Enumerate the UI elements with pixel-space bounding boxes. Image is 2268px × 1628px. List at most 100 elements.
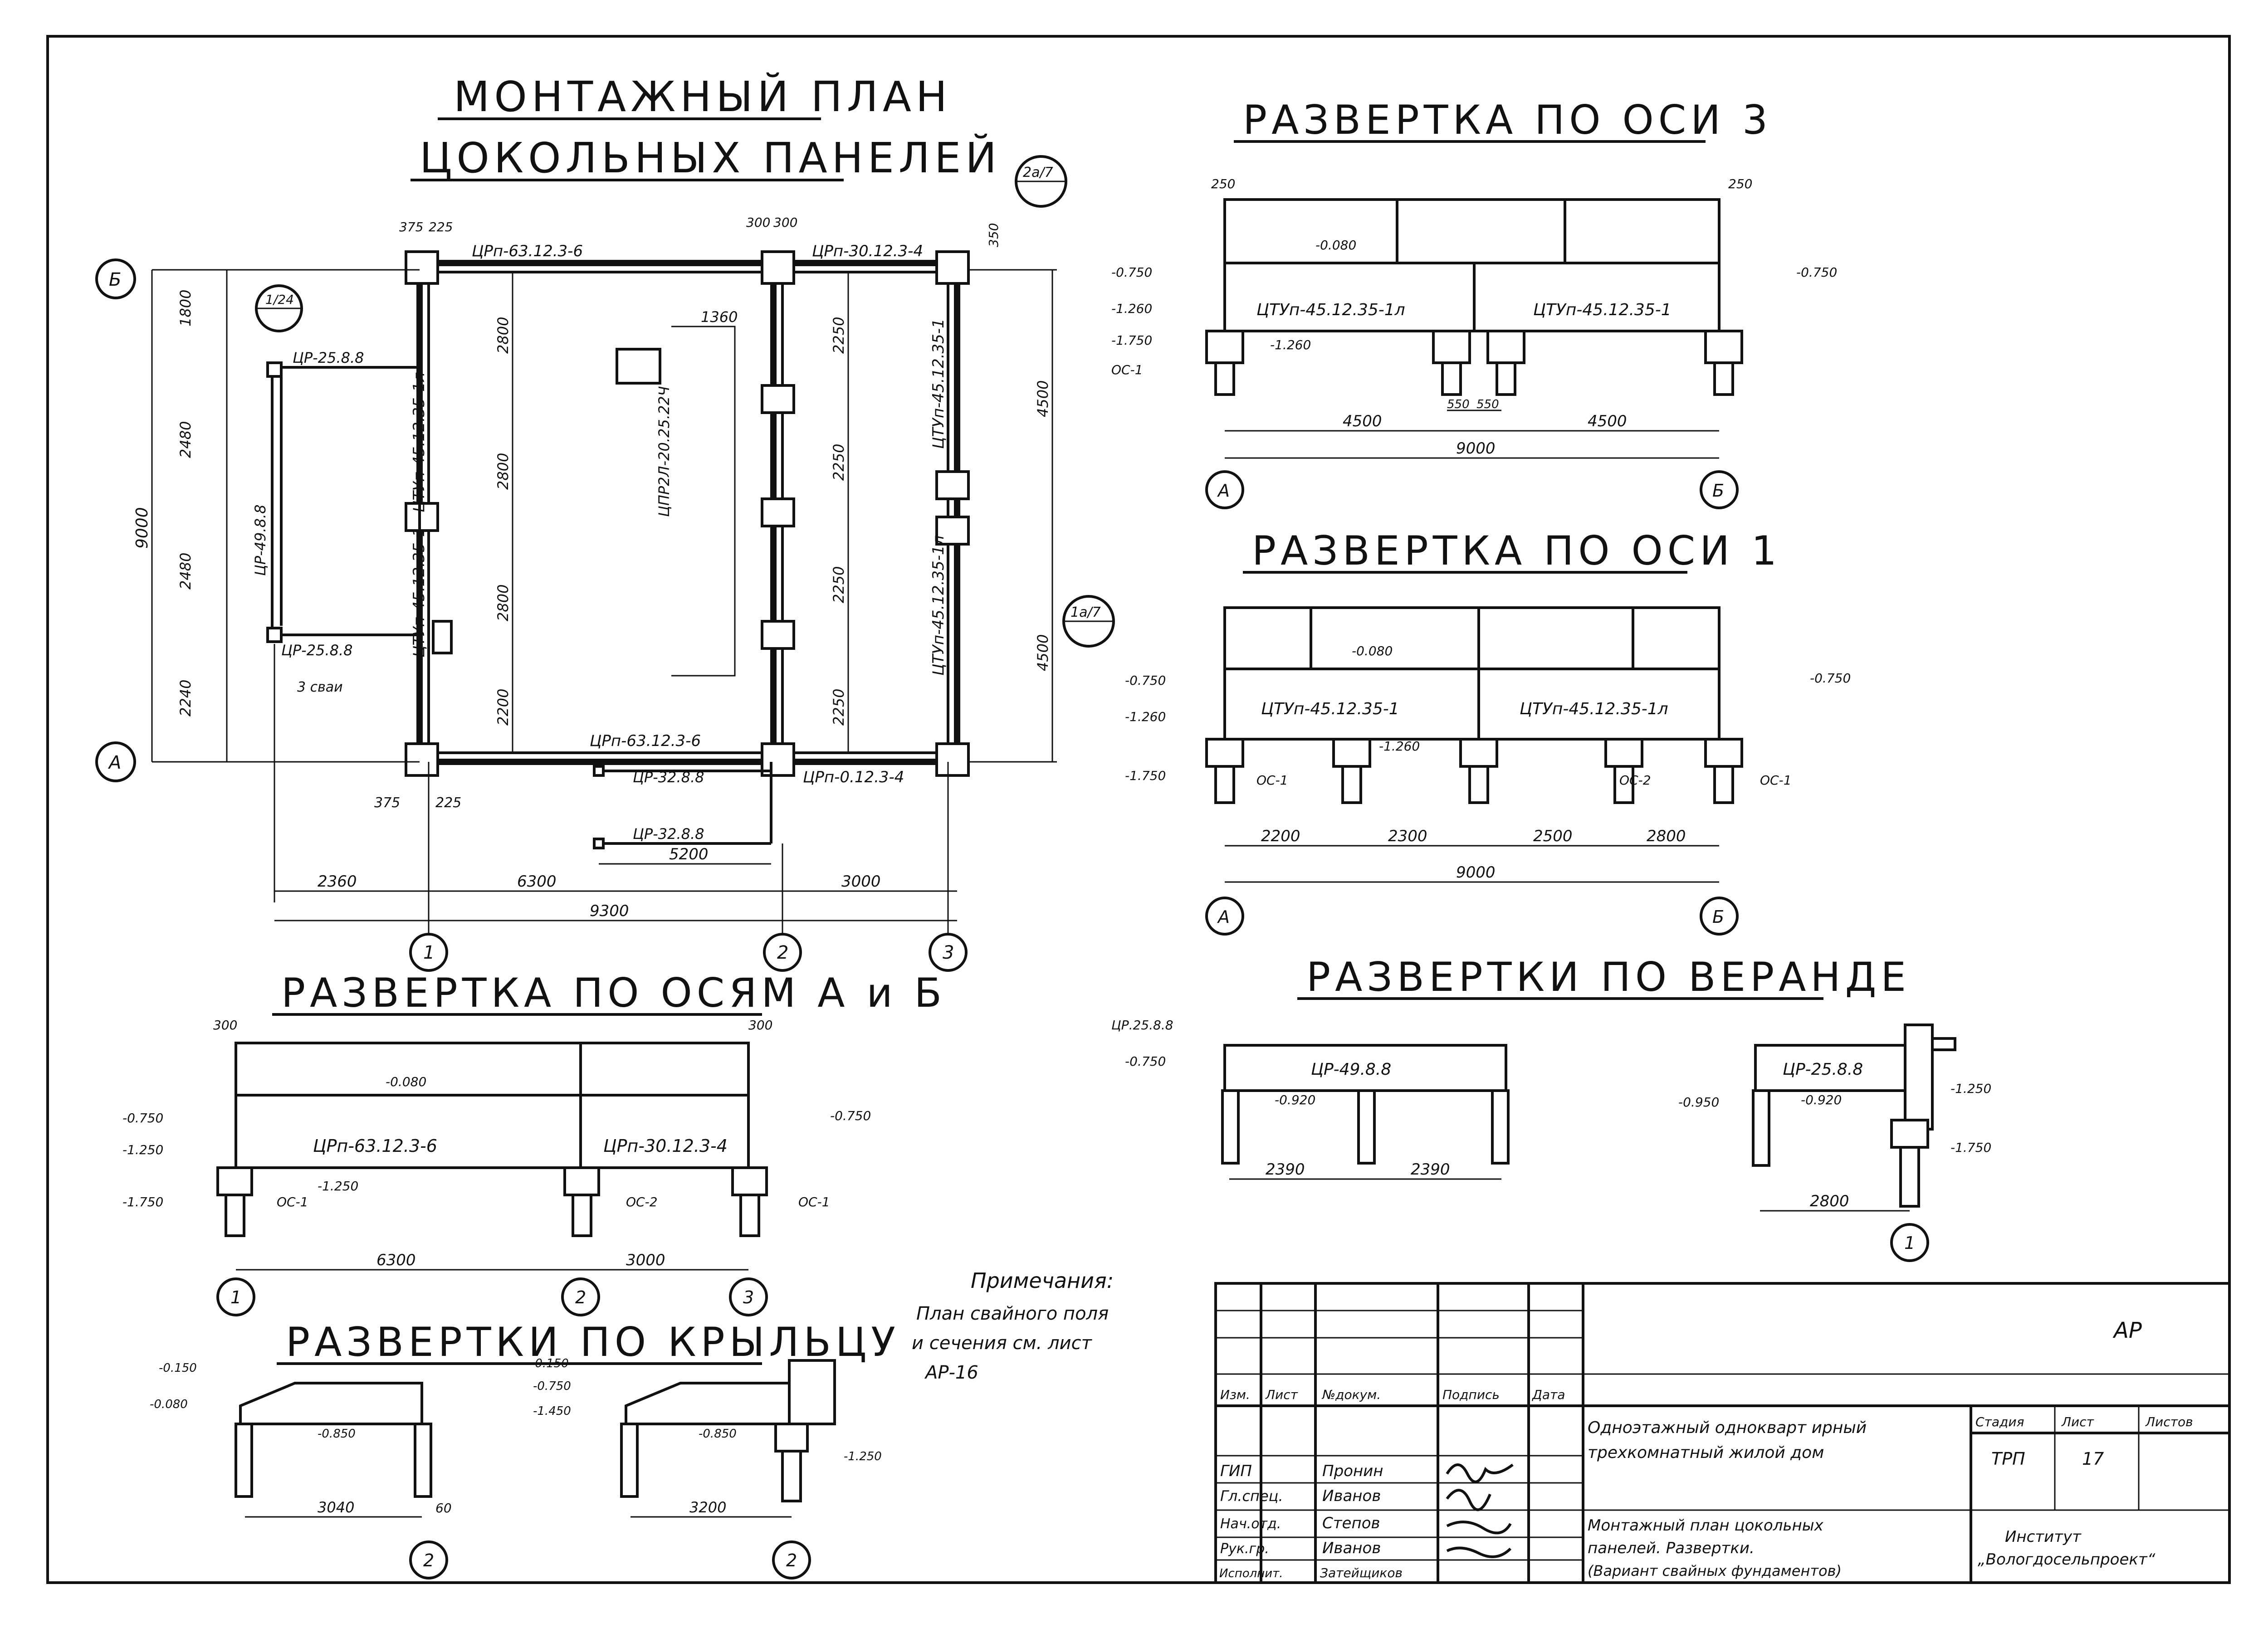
plan-dim-225a: 225 — [429, 219, 453, 234]
dev1-d4: 2800 — [1647, 827, 1686, 845]
devAB-tag-2: ОС-2 — [626, 1194, 658, 1209]
stamp-h-sheet: Лист — [2061, 1414, 2094, 1429]
plan-dim-375a: 375 — [399, 219, 423, 234]
axis-2-porch-b: 2 — [786, 1550, 797, 1570]
dev1-d3: 2500 — [1533, 827, 1573, 845]
plan-dim-2480b: 2480 — [177, 553, 194, 590]
axis-a-dev3: А — [1217, 481, 1230, 501]
dev1-lvl-base: -1.260 — [1379, 739, 1420, 754]
axis-b-plan: Б — [109, 269, 121, 290]
porch-title: РАЗВЕРТКИ ПО КРЫЛЬЦУ — [286, 1319, 900, 1365]
dev3-pile-tag: ОС-1 — [1111, 362, 1143, 377]
plan-right-wall-2: ЦТУп-45.12.35-1л — [929, 536, 948, 676]
ver-lvl-4: -0.920 — [1801, 1092, 1842, 1107]
section-ref-left: 1/24 — [255, 284, 303, 332]
ver-lvl-6: -1.750 — [1950, 1140, 1991, 1155]
plan-dim-225b: 225 — [435, 795, 461, 811]
porch-lvl-3: -0.850 — [318, 1427, 356, 1441]
stamp-name-2: Иванов — [1322, 1487, 1381, 1505]
dev1-tag-2: ОС-2 — [1619, 773, 1651, 788]
plan-bottom-panel-right: ЦРп-0.12.3-4 — [803, 768, 904, 786]
stamp-org-2: „Вологдосельпроект“ — [1978, 1550, 2156, 1569]
plan-top-panel-right: ЦРп-30.12.3-4 — [812, 242, 923, 260]
plan-veranda — [271, 366, 421, 636]
section-ref-right: 1а/7 — [1062, 595, 1115, 648]
plan-dim-2250d: 2250 — [830, 689, 847, 726]
plan-dim-2250a: 2250 — [830, 317, 847, 354]
porch-d60: 60 — [435, 1501, 452, 1516]
ver-d2: 2390 — [1411, 1160, 1450, 1179]
dev3-lvl-l2: -1.260 — [1111, 301, 1152, 316]
ver-lvl-1: -0.750 — [1125, 1054, 1166, 1069]
svg-text:1а/7: 1а/7 — [1070, 604, 1101, 620]
axis-3-devAB: 3 — [743, 1287, 754, 1307]
stamp-role-3: Нач.отд. — [1220, 1516, 1281, 1532]
plan-dim-300b: 300 — [773, 215, 797, 230]
plan-right-wall-1: ЦТУп-45.12.35-1 — [929, 318, 948, 449]
axis-2-plan: 2 — [777, 942, 788, 963]
notes-line-3: АР-16 — [924, 1362, 978, 1383]
plan-veranda-top: ЦР-25.8.8 — [293, 349, 364, 366]
notes-line-2: и сечения см. лист — [912, 1333, 1093, 1354]
plan-dim-2240: 2240 — [177, 680, 194, 717]
plan-porch-1: ЦР-32.8.8 — [633, 769, 704, 786]
dev3-d550b: 550 — [1476, 398, 1499, 411]
dev3-lvl-top: -0.080 — [1315, 238, 1356, 253]
plan-dim-350: 350 — [986, 223, 1001, 247]
porch-lvl-5: -0.750 — [533, 1379, 571, 1393]
stamp-role-5: Исполнит. — [1219, 1567, 1283, 1580]
plan-dim-5200: 5200 — [669, 845, 709, 863]
plan-dim-2250b: 2250 — [830, 444, 847, 481]
dev3-d550a: 550 — [1447, 398, 1470, 411]
axis-3-plan: 3 — [943, 942, 954, 963]
axis-2-devAB: 2 — [575, 1287, 586, 1307]
plan-dim-1800: 1800 — [177, 290, 194, 327]
devAB-tag-1: ОС-1 — [277, 1194, 308, 1209]
axis-2-porch-a: 2 — [423, 1550, 434, 1570]
porch-lvl-1: -0.150 — [159, 1361, 197, 1375]
axis-a-plan: А — [108, 752, 121, 773]
development-axis3: ЦТУп-45.12.35-1л ЦТУп-45.12.35-1 -0.080 … — [1111, 176, 1837, 509]
dev3-panel-1: ЦТУп-45.12.35-1л — [1256, 301, 1405, 319]
plan-dim-9000: 9000 — [133, 507, 152, 549]
ver-lvl-3: -0.950 — [1678, 1095, 1719, 1110]
titles: МОНТАЖНЫЙ ПЛАН ЦОКОЛЬНЫХ ПАНЕЛЕЙ РАЗВЕРТ… — [272, 72, 1906, 1365]
development-porch: 3040 60 -0.150 -0.080 -0.850 3200 -0.150… — [150, 1357, 882, 1579]
plan-axis-bubbles: Б А 1 2 3 — [95, 258, 968, 972]
stamp-name-3: Степов — [1322, 1514, 1380, 1532]
plan-title-line1: МОНТАЖНЫЙ ПЛАН — [454, 72, 952, 121]
plan-piles-note: 3 сваи — [297, 679, 343, 695]
title-block: АР Изм. Лист №докум. Подпись Дата ГИП Пр… — [1214, 1282, 2231, 1584]
notes-title: Примечания: — [971, 1268, 1114, 1293]
plan-dim-2200: 2200 — [494, 689, 512, 726]
devAB-d2: 3000 — [626, 1251, 665, 1269]
stamp-sheet-3: (Вариант свайных фундаментов) — [1588, 1562, 1842, 1579]
development-axis1: ЦТУп-45.12.35-1 ЦТУп-45.12.35-1л -0.080 … — [1125, 606, 1851, 936]
signature — [1446, 1463, 1514, 1558]
plan-dim-2800b: 2800 — [494, 453, 512, 490]
ver-panel-1: ЦР-49.8.8 — [1311, 1060, 1391, 1079]
plan-dim-375b: 375 — [374, 795, 400, 811]
dev1-panel-2: ЦТУп-45.12.35-1л — [1520, 700, 1668, 718]
plan-dim-6300: 6300 — [517, 872, 557, 891]
devAB-lvl-left: -0.750 — [122, 1111, 163, 1126]
stamp-stage: ТРП — [1991, 1449, 2025, 1469]
porch-d2: 3200 — [689, 1499, 726, 1516]
stamp-name-1: Пронин — [1322, 1462, 1383, 1480]
stamp-col-date: Дата — [1531, 1387, 1565, 1402]
dev3-edge-250b: 250 — [1728, 176, 1752, 191]
section-ref-top: 2а/7 — [1015, 155, 1067, 208]
dev3-lvl-base: -1.260 — [1270, 337, 1311, 352]
axis3-title: РАЗВЕРТКА ПО ОСИ 3 — [1243, 97, 1772, 143]
devAB-panel-1: ЦРп-63.12.3-6 — [313, 1136, 437, 1156]
dev1-dt: 9000 — [1456, 863, 1496, 882]
stamp-col-list: Лист — [1265, 1387, 1298, 1402]
plan-top-panel-left: ЦРп-63.12.3-6 — [472, 242, 583, 260]
porch-d1: 3040 — [318, 1499, 354, 1516]
porch-lvl-4: -0.150 — [531, 1357, 569, 1370]
dev3-lvl-left: -0.750 — [1111, 265, 1152, 280]
plan-left-wall-1: ЦТУп-45.12.35-1л — [410, 372, 428, 512]
axis-1-devAB: 1 — [230, 1287, 241, 1307]
dev1-panel-1: ЦТУп-45.12.35-1 — [1261, 700, 1399, 718]
